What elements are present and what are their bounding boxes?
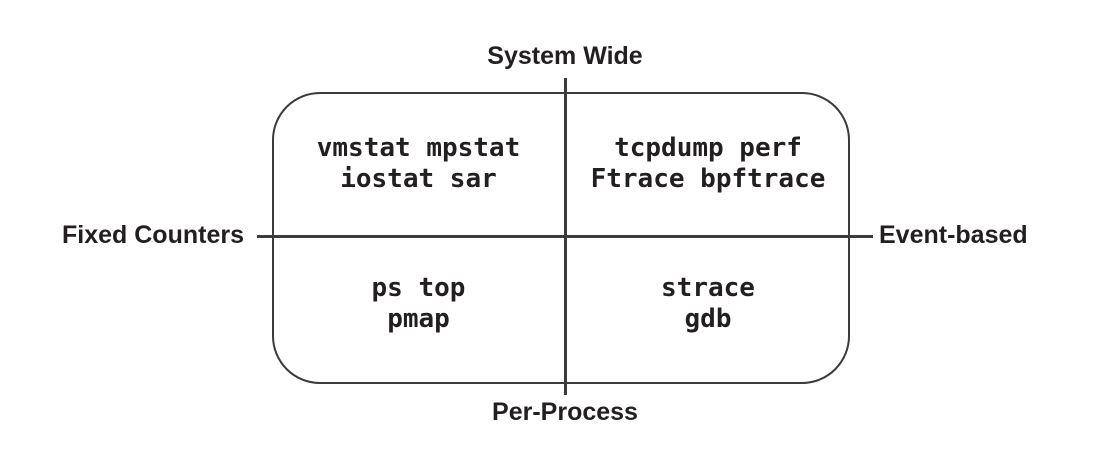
quadrant-bottom-right-line1: strace [661,273,755,303]
quadrant-top-left-line1: vmstat mpstat [316,133,521,163]
quadrant-box [272,92,850,384]
quadrant-top-right: tcpdump perf Ftrace bpftrace [566,92,850,236]
axis-label-per-process: Per-Process [492,398,638,426]
quadrant-top-left: vmstat mpstat iostat sar [272,92,565,236]
quadrant-top-right-line2: Ftrace bpftrace [590,164,826,194]
quadrant-bottom-left-line1: ps top [371,273,466,303]
quadrant-bottom-right: strace gdb [566,230,850,378]
quadrant-bottom-left-line2: pmap [387,304,450,334]
quadrant-bottom-right-line2: gdb [684,304,732,334]
quadrant-bottom-left: ps top pmap [272,230,565,378]
axis-label-system-wide: System Wide [487,42,643,70]
quadrant-top-left-line2: iostat sar [340,164,497,194]
axis-label-event-based: Event-based [879,220,1028,249]
axis-label-fixed-counters: Fixed Counters [62,220,244,249]
horizontal-axis-line [257,235,873,238]
quadrant-top-right-line1: tcpdump perf [614,133,802,163]
